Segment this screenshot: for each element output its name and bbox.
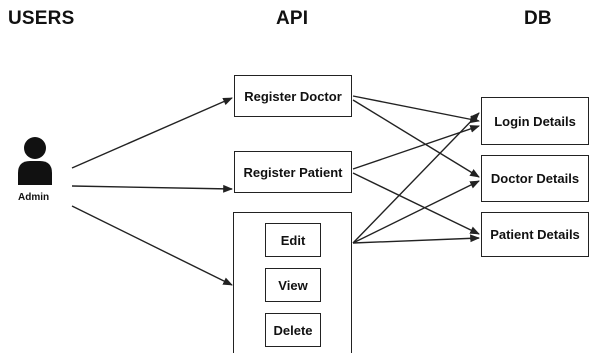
register-doctor-label: Register Doctor — [244, 88, 342, 104]
patient-details-node[interactable]: Patient Details — [481, 212, 589, 257]
api-column-header: API — [276, 8, 309, 29]
delete-label: Delete — [273, 322, 313, 338]
db-column-header: DB — [524, 8, 552, 29]
edge-admin-register-doctor — [71, 97, 233, 169]
edit-node[interactable]: Edit — [265, 223, 321, 257]
edge-register-doctor-login — [352, 95, 480, 124]
edge-register-patient-patient — [352, 172, 480, 235]
edge-actions-doctor — [352, 180, 480, 244]
doctor-details-label: Doctor Details — [490, 171, 580, 186]
login-details-label: Login Details — [494, 113, 576, 129]
doctor-details-node[interactable]: Doctor Details — [481, 155, 589, 202]
admin-label: Admin — [18, 192, 50, 203]
view-label: View — [278, 277, 308, 293]
edit-label: Edit — [280, 232, 306, 248]
edge-actions-login — [352, 112, 480, 244]
register-patient-node[interactable]: Register Patient — [234, 151, 352, 193]
user-icon — [18, 137, 52, 185]
edge-admin-actions — [71, 205, 233, 286]
edge-register-doctor-doctor — [352, 99, 480, 178]
edge-admin-register-patient — [71, 184, 233, 193]
edge-register-patient-login — [352, 125, 480, 170]
view-node[interactable]: View — [265, 268, 321, 302]
delete-node[interactable]: Delete — [265, 313, 321, 347]
users-column-header: USERS — [8, 8, 75, 29]
edge-actions-patient — [352, 234, 480, 244]
patient-details-label: Patient Details — [490, 227, 580, 242]
register-patient-label: Register Patient — [243, 164, 343, 180]
register-doctor-node[interactable]: Register Doctor — [234, 75, 352, 117]
login-details-node[interactable]: Login Details — [481, 97, 589, 145]
